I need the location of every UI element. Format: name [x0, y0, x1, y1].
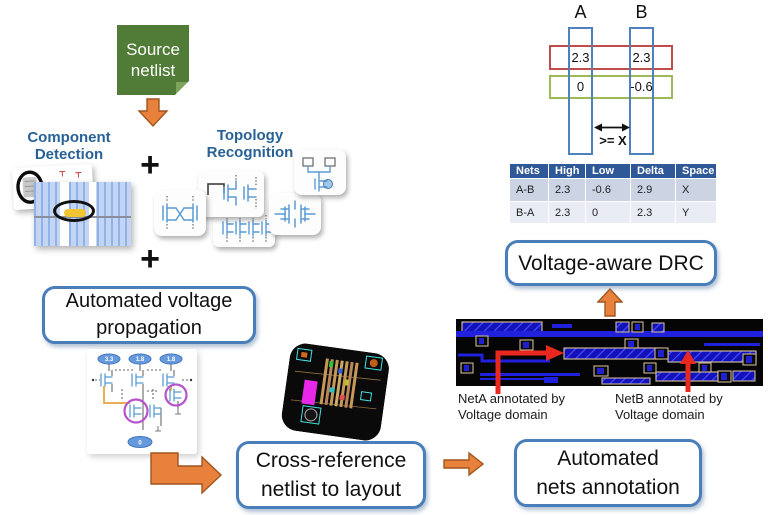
annotated-schematic-card: 3.3 1.8 1.8 0	[87, 349, 197, 454]
net-a-high-value: 2.3	[571, 50, 590, 65]
topology-card-cross-coupled	[154, 190, 206, 236]
topology-card-current-mirror	[294, 149, 346, 195]
supply-label-3: 1.8	[167, 357, 176, 363]
arrow-right-icon	[443, 451, 485, 477]
nets-annotation-box: Automated nets annotation	[514, 439, 702, 507]
netb-arrow-icon	[680, 350, 696, 392]
schematic-thumbnail-card	[11, 163, 95, 211]
net-a-low-value: 0	[576, 79, 585, 94]
chip-layout-thumbnail	[279, 341, 391, 447]
voltage-propagation-box: Automated voltage propagation	[42, 286, 256, 344]
topology-recognition-line1: Topology	[216, 127, 284, 144]
drc-rule-table: Nets High Low Delta Space A-B 2.3 -0.6 2…	[510, 164, 716, 223]
folded-corner-cut	[175, 81, 189, 95]
topology-card-diff-pair	[198, 171, 264, 217]
source-netlist-line2: netlist	[130, 61, 176, 80]
transistor-row-icon	[222, 215, 272, 242]
voltage-aware-drc-label: Voltage-aware DRC	[518, 251, 704, 275]
net-b-high-value: 2.3	[632, 50, 651, 65]
current-mirror-icon	[302, 157, 336, 192]
diff-pair-icon	[207, 175, 257, 209]
voltage-propagation-line2: propagation	[96, 317, 202, 339]
low-voltage-rect	[549, 75, 673, 99]
table-cell: 2.3	[549, 202, 585, 223]
table-header-nets: Nets	[510, 164, 548, 178]
netb-label-line1: NetB annotated by	[615, 391, 723, 406]
plus-sign-bottom: +	[140, 240, 160, 278]
arrow-up-icon	[597, 288, 623, 317]
chip-layout-icon	[281, 343, 389, 441]
cross-reference-box: Cross-reference netlist to layout	[236, 441, 426, 509]
source-netlist-box: Source netlist	[117, 25, 189, 95]
pass-gate-icon	[274, 200, 316, 228]
component-detection-line1: Component	[27, 129, 111, 146]
neta-label-line2: Voltage domain	[458, 407, 548, 422]
high-voltage-rect	[549, 45, 673, 70]
nets-annotation-line1: Automated	[557, 447, 659, 470]
net-b-bar	[629, 27, 654, 155]
source-netlist-line1: Source	[126, 40, 180, 59]
supply-label-1: 3.3	[105, 357, 114, 363]
table-cell: -0.6	[586, 179, 630, 201]
component-detection-schematic-icon	[16, 170, 82, 204]
net-b-low-value: -0.6	[630, 79, 653, 94]
detection-ellipse-icon	[53, 200, 95, 222]
plus-sign-top: +	[140, 146, 160, 184]
topology-card-transistor-row	[213, 211, 275, 247]
neta-arrow-icon	[495, 345, 564, 394]
arrow-elbow-icon	[150, 452, 223, 495]
table-cell: B-A	[510, 202, 548, 223]
cross-coupled-icon	[162, 196, 198, 230]
netb-label-line2: Voltage domain	[615, 407, 705, 422]
netb-annotation-label: NetB annotated by Voltage domain	[615, 391, 740, 423]
layout-thumbnail-card	[34, 182, 131, 246]
net-a-bar	[568, 27, 593, 155]
spacing-rule-label: >= X	[599, 133, 627, 148]
neta-label-line1: NetA annotated by	[458, 391, 565, 406]
topology-recognition-heading: Topology Recognition	[194, 127, 306, 161]
component-detection-heading: Component Detection	[8, 129, 130, 163]
cross-reference-line1: Cross-reference	[255, 449, 407, 472]
annotated-schematic-icon: 3.3 1.8 1.8 0	[91, 353, 193, 448]
component-detection-line2: Detection	[34, 146, 104, 163]
table-cell: 2.3	[631, 202, 675, 223]
table-header-space: Space	[676, 164, 716, 178]
table-cell: 2.3	[549, 179, 585, 201]
table-header-high: High	[549, 164, 585, 178]
table-cell: X	[676, 179, 716, 201]
net-b-column-label: B	[635, 2, 648, 22]
net-a-column-label: A	[574, 2, 587, 22]
cross-reference-line2: netlist to layout	[260, 478, 402, 501]
table-cell: A-B	[510, 179, 548, 201]
table-cell: 0	[586, 202, 630, 223]
neta-annotation-label: NetA annotated by Voltage domain	[458, 391, 583, 423]
voltage-propagation-line1: Automated voltage	[65, 290, 233, 312]
ground-label: 0	[138, 441, 142, 447]
voltage-aware-drc-box: Voltage-aware DRC	[505, 240, 717, 286]
table-cell: 2.9	[631, 179, 675, 201]
arrow-down-icon	[137, 98, 169, 128]
table-header-low: Low	[586, 164, 630, 178]
table-cell: Y	[676, 202, 716, 223]
supply-label-2: 1.8	[136, 357, 145, 363]
table-header-delta: Delta	[631, 164, 675, 178]
topology-recognition-line2: Recognition	[206, 144, 294, 161]
nets-annotation-line2: nets annotation	[536, 476, 680, 499]
topology-card-pass-gate	[269, 193, 321, 235]
spacing-double-arrow-icon	[594, 123, 630, 132]
